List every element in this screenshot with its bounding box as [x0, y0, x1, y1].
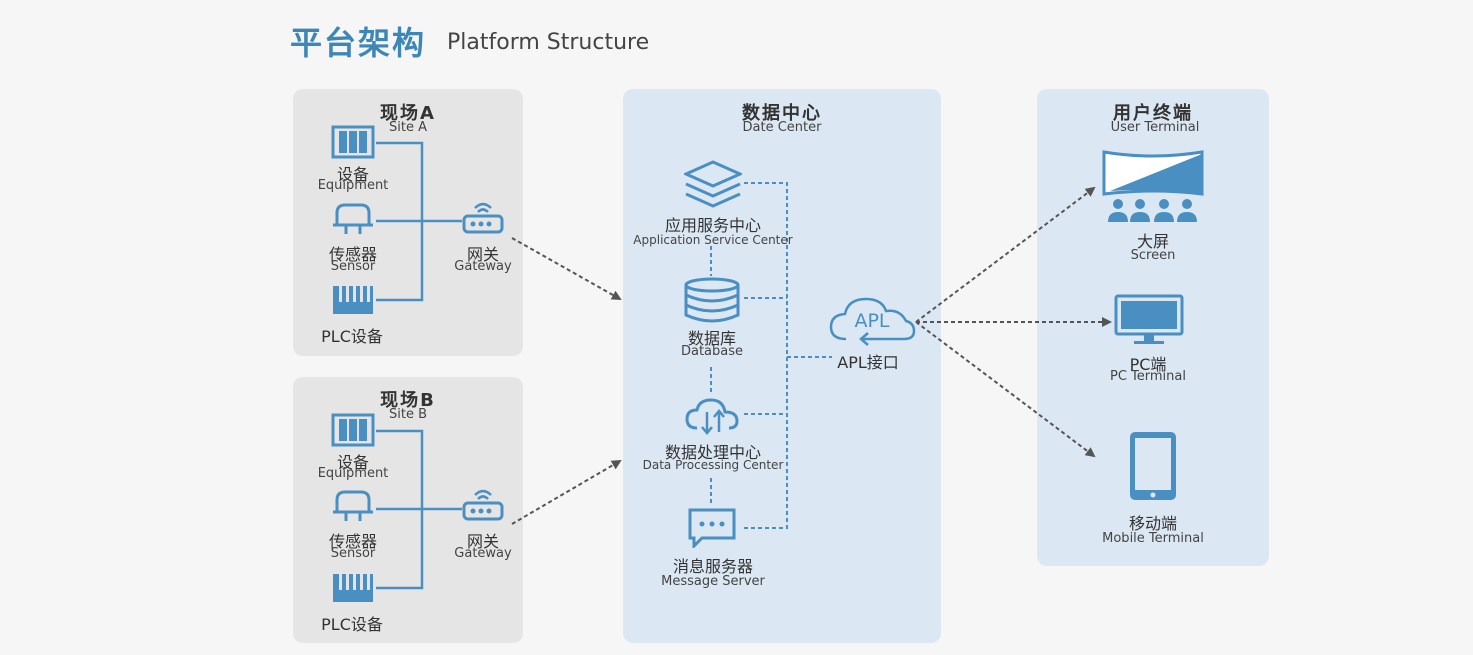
site-b-subtitle: Site B — [388, 407, 428, 422]
site-b-equipment-sublabel: Equipment — [317, 466, 389, 481]
site-a-gateway-label: 网关 — [466, 245, 500, 264]
equipment-icon — [331, 413, 375, 447]
message-sublabel: Message Server — [661, 574, 765, 589]
api-interface-label: APL接口 — [837, 353, 899, 372]
mobile-label: 移动端 — [1128, 514, 1178, 533]
site-b-equipment-label: 设备 — [336, 453, 370, 472]
site-b-sensor-label: 传感器 — [328, 532, 378, 551]
message-icon — [688, 508, 736, 548]
big-screen-icon — [1102, 150, 1204, 222]
mobile-phone-icon — [1130, 432, 1176, 500]
site-b-gateway-sublabel: Gateway — [454, 546, 512, 561]
data-center-panel — [623, 89, 941, 643]
data-center-subtitle: Date Center — [742, 120, 822, 135]
site-a-subtitle: Site A — [389, 120, 427, 135]
site-a-gateway-sublabel: Gateway — [454, 259, 512, 274]
user-terminal-title: 用户终端 — [1113, 103, 1193, 124]
site-a-sensor-label: 传感器 — [328, 245, 378, 264]
database-label: 数据库 — [687, 329, 737, 348]
layers-icon — [684, 160, 742, 208]
database-icon — [684, 277, 740, 323]
cloud-api-icon — [829, 297, 916, 346]
datacenter-internal-lines — [710, 182, 832, 529]
gateway-icon — [462, 202, 504, 234]
api-to-mobile-arrow — [915, 321, 1096, 458]
sensor-icon — [333, 203, 373, 234]
site-a-title: 现场A — [380, 103, 436, 124]
pc-label: PC端 — [1129, 355, 1167, 374]
site-a-equipment-label: 设备 — [336, 165, 370, 184]
mobile-sublabel: Mobile Terminal — [1102, 531, 1204, 546]
site-a-to-datacenter-arrow — [511, 237, 622, 300]
site-b-sensor-sublabel: Sensor — [330, 546, 376, 561]
site-a-sensor-sublabel: Sensor — [330, 259, 376, 274]
site-a-wiring — [376, 141, 462, 302]
cloud-api-text: APL — [854, 310, 890, 332]
user-terminal-subtitle: User Terminal — [1110, 120, 1200, 135]
message-label: 消息服务器 — [672, 557, 754, 576]
site-a-panel — [293, 89, 523, 356]
site-a-equipment-sublabel: Equipment — [317, 178, 389, 193]
monitor-icon — [1114, 294, 1184, 344]
site-b-to-datacenter-arrow — [511, 459, 622, 525]
processing-sublabel: Data Processing Center — [642, 458, 784, 472]
site-b-gateway-label: 网关 — [466, 532, 500, 551]
app-service-label: 应用服务中心 — [664, 216, 762, 235]
page-title-en: Platform Structure — [447, 30, 650, 55]
api-to-screen-arrow — [915, 186, 1096, 323]
screen-sublabel: Screen — [1130, 248, 1176, 263]
cloud-sync-icon — [685, 398, 739, 435]
pc-sublabel: PC Terminal — [1110, 369, 1186, 384]
site-b-plc-label: PLC设备 — [321, 615, 383, 634]
plc-icon — [333, 574, 373, 602]
gateway-icon — [462, 489, 504, 521]
equipment-icon — [331, 125, 375, 159]
processing-label: 数据处理中心 — [664, 443, 762, 462]
data-center-title: 数据中心 — [742, 103, 822, 124]
app-service-sublabel: Application Service Center — [633, 233, 793, 247]
plc-icon — [333, 286, 373, 314]
site-b-title: 现场B — [380, 390, 436, 411]
site-a-plc-label: PLC设备 — [321, 327, 383, 346]
screen-label: 大屏 — [1136, 232, 1170, 251]
site-b-wiring — [376, 429, 462, 590]
database-sublabel: Database — [680, 344, 744, 359]
page-title-cn: 平台架构 — [290, 24, 427, 62]
sensor-icon — [333, 490, 373, 521]
